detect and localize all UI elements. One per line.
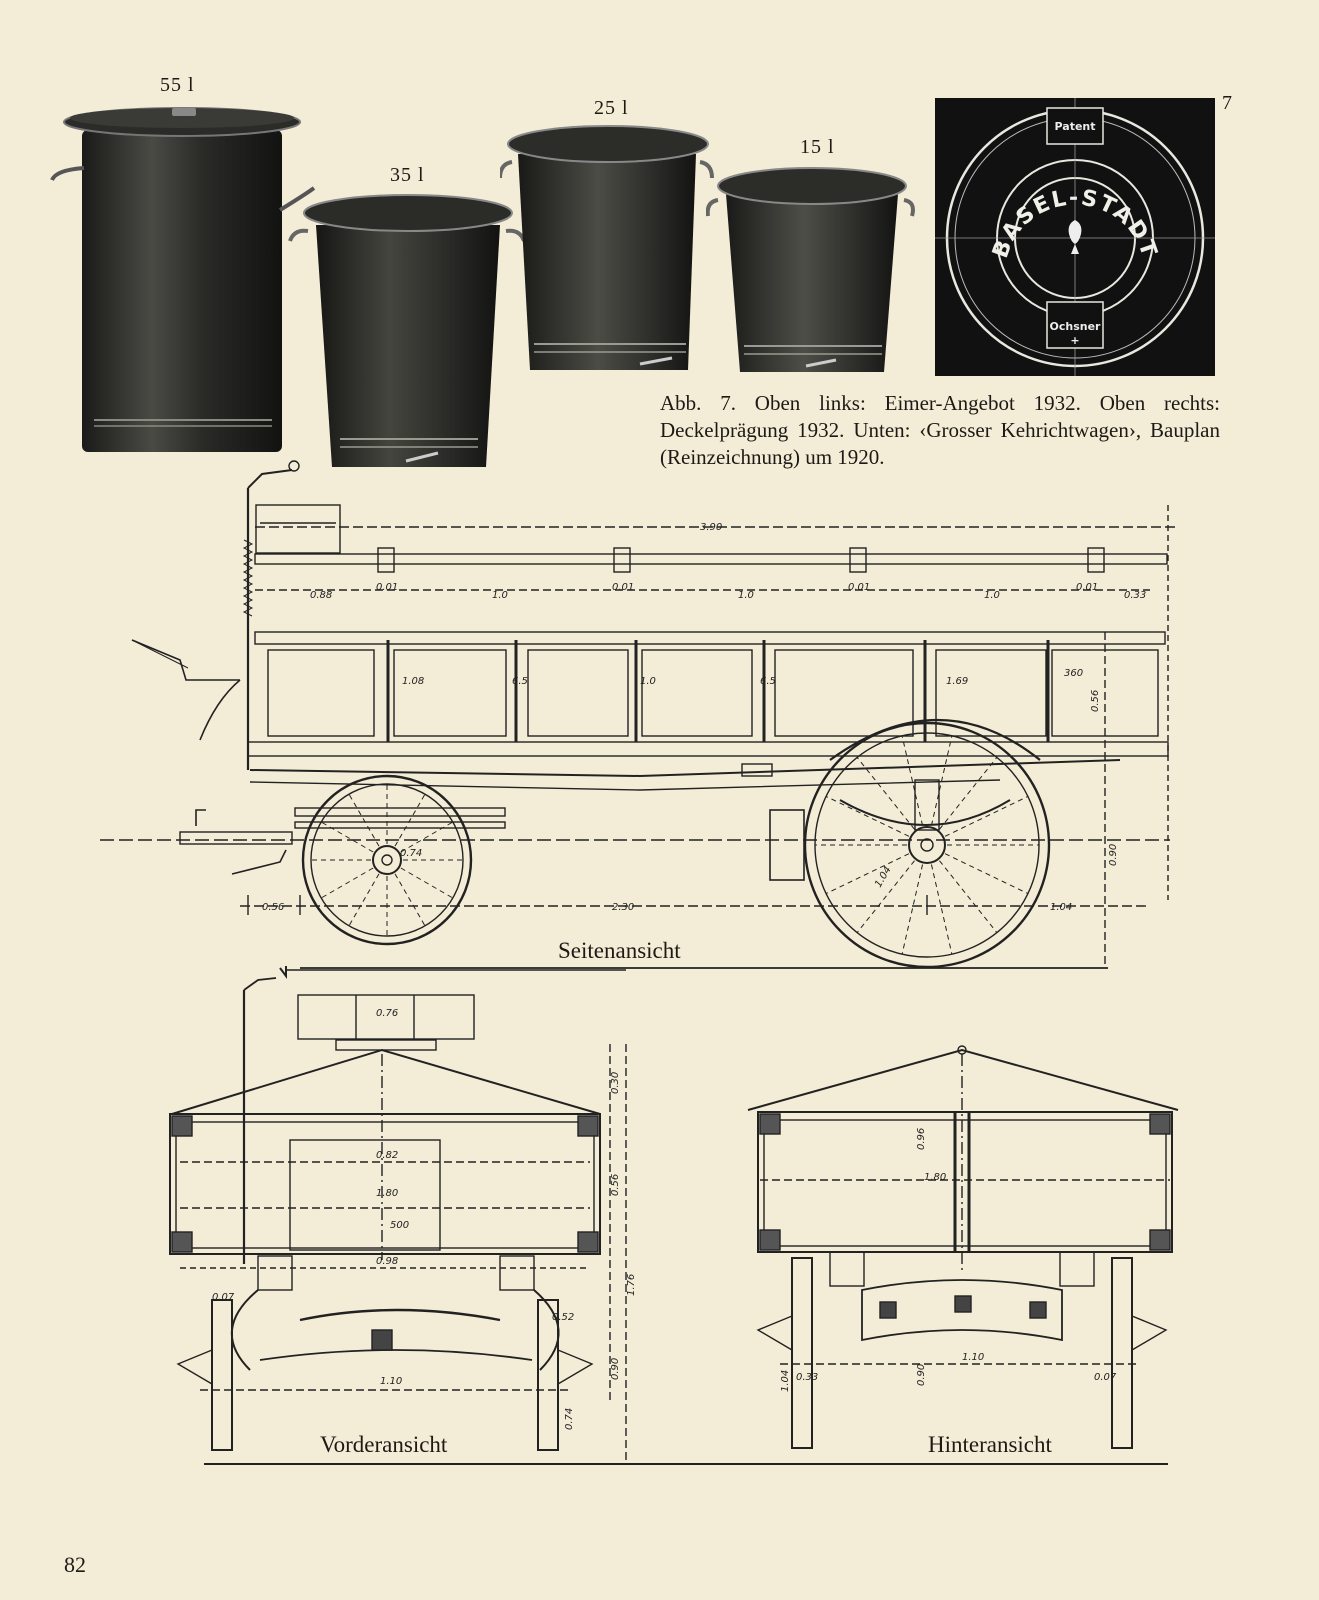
- figure-caption: Abb. 7. Oben links: Eimer-Angebot 1932. …: [660, 391, 1220, 469]
- dim-side-d2: 0.01: [376, 582, 398, 593]
- dim-side-d6: 0.01: [848, 582, 870, 593]
- dim-front-ground: 0.90: [610, 1358, 621, 1380]
- wheel-spoke: [930, 864, 953, 955]
- dim-side-panel2: 6.5: [512, 676, 528, 687]
- dim-side-panel5: 1.69: [946, 676, 968, 687]
- wheel-spoke: [939, 757, 998, 830]
- dim-front-box-height: 0.56: [610, 1174, 621, 1196]
- rear-view-drawing: [747, 1045, 1179, 1449]
- bin-label-15: 15 l: [800, 136, 835, 158]
- dim-side-d3: 1.0: [492, 590, 508, 601]
- wheel-spoke: [944, 853, 1029, 895]
- bin-55-photo: [44, 100, 324, 460]
- dim-side-d1: 0.88: [310, 590, 332, 601]
- dim-rear-spring: 0.07: [1094, 1372, 1117, 1383]
- lid-embossing-photo: Patent BASEL-STADT Ochsner +: [935, 98, 1215, 376]
- wheel-spoke: [400, 867, 454, 899]
- dim-rear-height: 0.96: [916, 1128, 927, 1150]
- wheel-spoke: [901, 735, 924, 826]
- dim-side-panel3: 1.0: [640, 676, 656, 687]
- dim-side-panel1: 1.08: [402, 676, 424, 687]
- wheel-spoke: [400, 821, 454, 853]
- lid-bottom-mark: +: [1070, 334, 1079, 347]
- dim-side-wheelbase: 2.30: [612, 902, 634, 913]
- wheel-spoke: [856, 860, 915, 933]
- dim-side-wheel-rear: 1.04: [873, 865, 894, 890]
- wheel-spoke: [856, 757, 915, 830]
- figure-number: 7: [1222, 92, 1232, 114]
- dim-front-spring: 0.07: [212, 1292, 235, 1303]
- dim-front-total-height: 1.76: [626, 1274, 637, 1296]
- dim-front-roof-height: 0.30: [610, 1072, 621, 1094]
- dim-rear-track: 1.10: [962, 1352, 984, 1363]
- wheel-spoke: [320, 821, 374, 853]
- dim-rear-box-width: 1.80: [924, 1172, 946, 1183]
- page-number: 82: [64, 1552, 86, 1577]
- wheel-spoke: [944, 795, 1029, 837]
- dim-side-ground-height: 0.90: [1108, 844, 1119, 866]
- dim-front-box-label: 500: [390, 1220, 409, 1231]
- wheel-spoke: [825, 795, 910, 837]
- dim-front-seat-width: 0.76: [376, 1008, 398, 1019]
- wheel-spoke: [939, 860, 998, 933]
- wheel-spoke: [394, 873, 426, 927]
- dim-front-wheel: 0.74: [564, 1408, 575, 1430]
- rear-wheel-spokes: [815, 735, 1039, 955]
- dim-side-load: 360: [1064, 668, 1083, 679]
- side-view-drawing: [100, 460, 1175, 969]
- lid-bottom-text: Ochsner: [1050, 320, 1102, 333]
- dim-front-box-top: 0.82: [376, 1150, 398, 1161]
- bin-label-55: 55 l: [160, 74, 195, 96]
- front-wheel-spokes: [311, 784, 463, 936]
- lid-top-text: Patent: [1055, 120, 1096, 133]
- dim-side-d7: 1.0: [984, 590, 1000, 601]
- side-view-label: Seitenansicht: [558, 938, 681, 963]
- dim-side-d4: 0.01: [612, 582, 634, 593]
- dim-side-height: 0.56: [1090, 690, 1101, 712]
- dim-rear-hub-a: 1.04: [780, 1370, 791, 1392]
- basel-staff-icon: [1068, 220, 1082, 254]
- dim-side-d8: 0.01: [1076, 582, 1098, 593]
- dim-rear-ground: 0.90: [916, 1364, 927, 1386]
- bin-35-photo: [288, 185, 528, 475]
- front-view-drawing: [169, 966, 627, 1460]
- wheel-spoke: [930, 735, 953, 826]
- dim-rear-hub-b: 0.33: [796, 1372, 818, 1383]
- dim-side-hub-front: 0.74: [400, 848, 422, 859]
- dim-front-hub: 0.52: [552, 1312, 574, 1323]
- wheel-spoke: [901, 864, 924, 955]
- dim-front-box-width: 1.80: [376, 1188, 398, 1199]
- dim-side-panel4: 6.5: [760, 676, 776, 687]
- dim-side-total-length: 3.90: [700, 522, 722, 533]
- bin-label-35: 35 l: [390, 164, 425, 186]
- bin-25-photo: [500, 118, 715, 388]
- dim-side-front-overhang: 0.56: [262, 902, 284, 913]
- wheel-spoke: [394, 793, 426, 847]
- bin-15-photo: [706, 160, 916, 380]
- dim-side-d5: 1.0: [738, 590, 754, 601]
- dim-side-rear-overhang: 1.04: [1050, 902, 1072, 913]
- front-view-label: Vorderansicht: [320, 1432, 448, 1457]
- dim-side-d9: 0.33: [1124, 590, 1146, 601]
- bin-label-25: 25 l: [594, 97, 629, 119]
- rear-view-label: Hinteransicht: [928, 1432, 1052, 1457]
- wheel-spoke: [320, 867, 374, 899]
- dim-front-axle-width: 0.98: [376, 1256, 398, 1267]
- wheel-spoke: [348, 873, 380, 927]
- wheel-spoke: [825, 853, 910, 895]
- wheel-spoke: [348, 793, 380, 847]
- dim-front-track: 1.10: [380, 1376, 402, 1387]
